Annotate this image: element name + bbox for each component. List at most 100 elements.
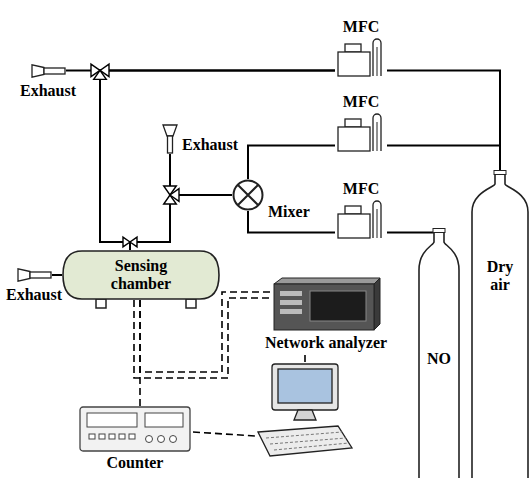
signal-cable xyxy=(134,292,270,378)
gas-pipe xyxy=(130,195,232,250)
gas-mixer-part xyxy=(232,179,264,211)
network-analyzer-part xyxy=(270,276,382,332)
gas-pipe xyxy=(387,228,439,232)
signal-wire-part xyxy=(304,355,306,363)
node-label: Network analyzer xyxy=(265,334,387,352)
exhaust-port-part xyxy=(18,269,30,281)
valve-symbol xyxy=(164,186,179,204)
mass-flow-controller-part xyxy=(335,111,387,153)
exhaust-port: Exhaust xyxy=(160,124,238,154)
frequency-counter-part xyxy=(109,434,115,439)
network-analyzer-part xyxy=(274,278,380,284)
node-label: Sensing chamber xyxy=(101,257,181,294)
computer-icon-part xyxy=(278,369,332,403)
network-analyzer-part xyxy=(310,291,366,321)
gas-pipe xyxy=(130,195,232,250)
mass-flow-controller-part xyxy=(377,47,378,76)
mass-flow-controller-part xyxy=(338,52,370,76)
node-label: Mixer xyxy=(268,203,310,221)
exhaust-port-part xyxy=(163,125,177,136)
node-label: Counter xyxy=(107,454,164,472)
mass-flow-controller-part xyxy=(345,119,361,127)
gas-cylinder-part xyxy=(471,170,529,478)
exhaust-port-part xyxy=(30,272,51,278)
valve-symbol-part xyxy=(170,189,179,202)
frequency-counter-part xyxy=(89,434,95,439)
mass-flow-controller-part xyxy=(338,127,370,151)
mass-flow-controller-part xyxy=(373,114,381,151)
mass-flow-controller: MFC xyxy=(335,93,387,153)
mass-flow-controller-part xyxy=(377,209,378,238)
computer-icon-part xyxy=(266,432,349,450)
signal-wire xyxy=(193,355,305,436)
gas-pipe xyxy=(248,145,335,179)
gas-pipe xyxy=(100,70,335,250)
gas-cylinder-part xyxy=(419,229,459,478)
network-analyzer-part xyxy=(374,278,380,330)
valve-symbol-part xyxy=(94,70,107,79)
connector-group xyxy=(52,70,500,406)
exhaust-port: Exhaust xyxy=(6,268,62,304)
frequency-counter-part xyxy=(79,406,191,452)
gas-mixer-part xyxy=(234,181,263,210)
mass-flow-controller-part xyxy=(335,198,387,240)
node-label: MFC xyxy=(343,180,379,198)
gas-pipe xyxy=(387,70,500,170)
frequency-counter-part xyxy=(99,434,105,439)
exhaust-port-part xyxy=(44,68,65,74)
network-analyzer-part xyxy=(280,309,302,314)
gas-cylinder-part xyxy=(494,171,506,175)
computer-icon-part xyxy=(272,364,338,410)
gas-pipe xyxy=(52,275,62,276)
valve-symbol xyxy=(123,237,137,247)
exhaust-port: Exhaust xyxy=(20,64,76,100)
sensing-chamber: Sensing chamber xyxy=(62,250,220,300)
node-label: Exhaust xyxy=(182,136,238,154)
gas-pipe xyxy=(100,70,335,250)
gas-mixer-part xyxy=(238,185,259,206)
frequency-counter-part xyxy=(119,434,125,439)
mass-flow-controller-part xyxy=(335,36,387,78)
frequency-counter-part xyxy=(146,436,153,443)
exhaust-port-part xyxy=(30,64,66,78)
exhaust-port-part xyxy=(160,124,180,154)
signal-cable xyxy=(139,300,141,406)
frequency-counter-part xyxy=(145,413,183,427)
node-label: NO xyxy=(419,350,459,368)
gas-cylinder-part xyxy=(472,171,528,478)
gas-pipe xyxy=(248,145,335,179)
mass-flow-controller-part xyxy=(373,39,381,76)
mass-flow-controller-part xyxy=(373,201,381,238)
chamber-legs xyxy=(96,299,196,308)
gas-pipe xyxy=(52,274,62,276)
mass-flow-controller-part xyxy=(338,214,370,238)
computer-icon xyxy=(258,364,352,456)
network-analyzer-part xyxy=(280,300,302,305)
computer-icon-part xyxy=(294,410,316,420)
signal-cable xyxy=(140,292,270,372)
network-analyzer: Network analyzer xyxy=(265,276,387,352)
signal-cable xyxy=(140,300,141,406)
exhaust-port-part xyxy=(32,65,44,77)
chamber-legs-part xyxy=(186,299,196,308)
mass-flow-controller: MFC xyxy=(335,180,387,240)
valve-symbol-part xyxy=(130,237,137,247)
frequency-counter-part xyxy=(158,436,165,443)
gas-cylinder: Dry air xyxy=(471,170,529,478)
network-analyzer-part xyxy=(274,284,374,330)
node-label: MFC xyxy=(343,93,379,111)
frequency-counter-part xyxy=(80,407,190,451)
valve-group xyxy=(91,64,179,247)
mass-flow-controller-part xyxy=(377,122,378,151)
signal-wire-part xyxy=(193,432,256,436)
gas-pipe xyxy=(387,228,439,232)
gas-mixer: Mixer xyxy=(232,179,264,211)
node-label: Exhaust xyxy=(20,82,76,100)
valve-symbol xyxy=(91,64,109,79)
chamber-legs-part xyxy=(96,299,106,308)
mass-flow-controller-part xyxy=(345,44,361,52)
gas-pipe xyxy=(387,145,500,170)
gas-pipe xyxy=(387,145,500,170)
sensing-chamber-part xyxy=(63,251,219,299)
